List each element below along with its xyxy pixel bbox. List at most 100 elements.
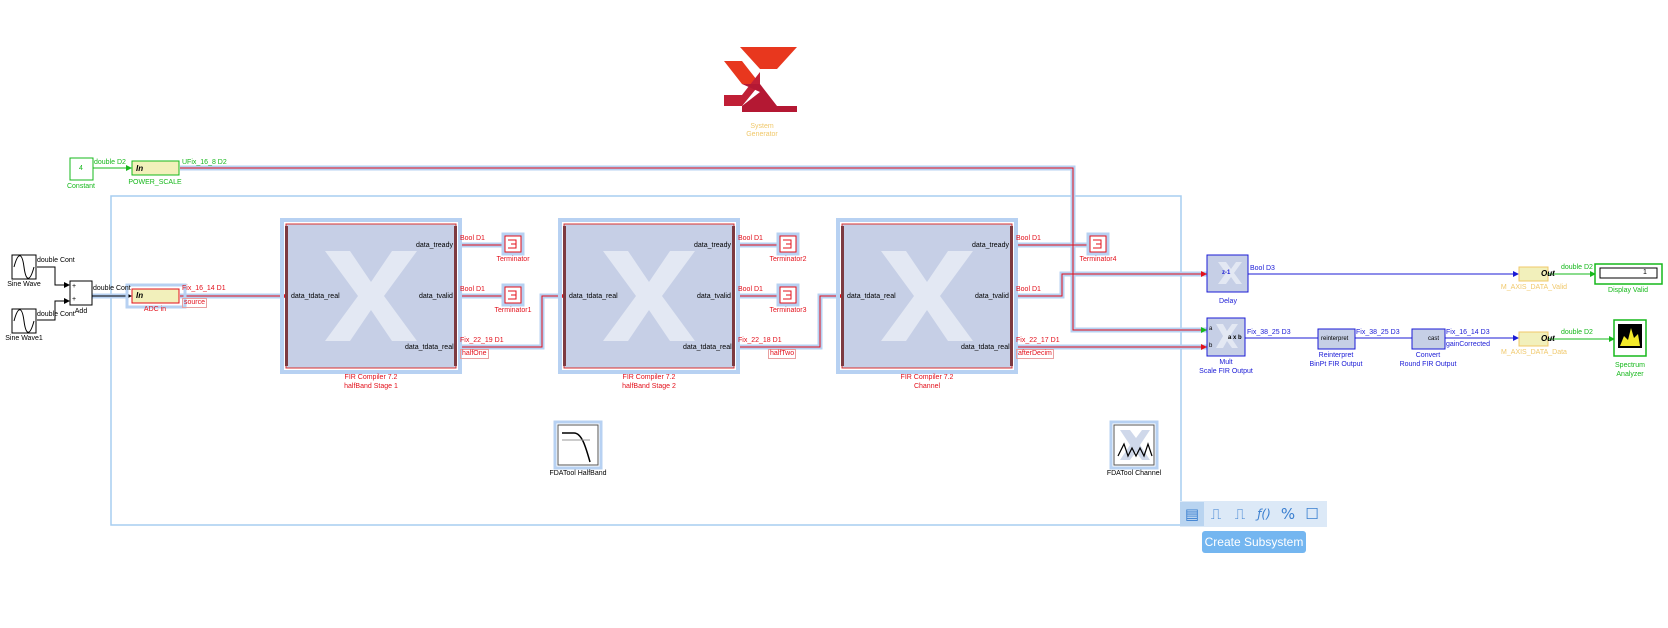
add-label: Add [74, 308, 88, 315]
fdatool-halfband-label: FDATool HalfBand [549, 470, 607, 477]
fir3-port-tdata: data_tdata_real [961, 344, 1010, 351]
fir3-signal-tdata: Fix_22_17 D1 [1016, 337, 1060, 344]
delay-signal: Bool D3 [1250, 265, 1275, 272]
fir1-title: FIR Compiler 7.2 [344, 374, 398, 381]
sine-wave1-block [11, 308, 37, 334]
spectrum-analyzer-block [1613, 319, 1647, 357]
fir1-port-tdata: data_tdata_real [405, 344, 454, 351]
fir3-tag: afterDecim [1016, 349, 1054, 359]
fir-compiler-1-block [280, 218, 462, 374]
mult-label-2: Scale FIR Output [1199, 368, 1253, 375]
mult-op: a x b [1228, 335, 1242, 341]
fdatool-halfband-block [553, 420, 603, 470]
fir1-signal-tdata: Fix_22_19 D1 [460, 337, 504, 344]
power-scale-signal: UFix_16_8 D2 [182, 159, 227, 166]
constant-value: 4 [79, 165, 83, 172]
selection-region [110, 195, 1182, 526]
fir2-port-tdata: data_tdata_real [683, 344, 732, 351]
fir1-port-in: data_tdata_real [291, 293, 340, 300]
mult-label-1: Mult [1219, 359, 1233, 366]
terminator2-block [776, 232, 800, 256]
adc-in-label: ADC in [143, 306, 167, 313]
adc-in-glyph: In [136, 291, 144, 300]
fir-compiler-2-block [558, 218, 740, 374]
out-data-glyph: Out [1541, 334, 1555, 343]
terminator4-label: Terminator4 [1079, 256, 1117, 263]
delay-glyph: z-1 [1222, 270, 1231, 276]
out-data-label: M_AXIS_DATA_Data [1501, 349, 1567, 356]
power-scale-block [131, 160, 180, 176]
delay-block [1206, 254, 1249, 293]
fir3-signal-tready: Bool D1 [1016, 235, 1041, 242]
terminator4-block [1086, 232, 1110, 256]
fir1-port-tvalid: data_tvalid [419, 293, 453, 300]
mult-block [1206, 317, 1246, 357]
spectrum-label-1: Spectrum [1615, 362, 1645, 369]
fir2-port-tvalid: data_tvalid [697, 293, 731, 300]
fir2-port-in: data_tdata_real [569, 293, 618, 300]
reinterpret-label-2: BinPt FIR Output [1309, 361, 1363, 368]
convert-label-2: Round FIR Output [1399, 361, 1457, 368]
pulse-icon[interactable]: ⎍ [1210, 505, 1222, 523]
fir3-port-in: data_tdata_real [847, 293, 896, 300]
mult-port-b: b [1209, 343, 1213, 349]
display-label: Display Valid [1608, 287, 1648, 294]
fir2-signal-tready: Bool D1 [738, 235, 763, 242]
terminator3-block [776, 283, 800, 307]
fir3-title: FIR Compiler 7.2 [900, 374, 954, 381]
terminator-block [501, 232, 525, 256]
fir1-tag: halfOne [460, 349, 489, 359]
convert-block [1411, 328, 1446, 350]
create-subsystem-button[interactable]: Create Subsystem [1202, 531, 1306, 553]
out-data-signal: double D2 [1561, 329, 1593, 336]
terminator-label: Terminator [496, 256, 530, 263]
function-icon[interactable]: ƒ() [1257, 507, 1271, 521]
constant-signal: double D2 [94, 159, 126, 166]
fdatool-channel-block [1109, 420, 1159, 470]
adc-in-tag: source [182, 298, 208, 308]
fir1-port-tready: data_tready [416, 242, 453, 249]
subsystem-icon[interactable]: ▤ [1180, 502, 1204, 526]
reinterpret-label-1: Reinterpret [1318, 352, 1354, 359]
constant-label: Constant [66, 183, 96, 190]
fdatool-channel-label: FDATool Channel [1106, 470, 1162, 477]
convert-glyph: cast [1428, 336, 1440, 342]
fir3-port-tready: data_tready [972, 242, 1009, 249]
constant-block [69, 157, 94, 181]
spectrum-label-2: Analyzer [1616, 371, 1644, 378]
convert-signal: Fix_16_14 D3 [1446, 329, 1490, 336]
sine-wave-label: Sine Wave [7, 281, 41, 288]
mult-signal: Fix_38_25 D3 [1247, 329, 1291, 336]
add-block [69, 280, 93, 306]
sine-wave1-label: Sine Wave1 [5, 335, 43, 342]
fir1-signal-tready: Bool D1 [460, 235, 485, 242]
fir2-port-tready: data_tready [694, 242, 731, 249]
terminator1-label: Terminator1 [494, 307, 532, 314]
reinterpret-glyph: reinterpret [1321, 336, 1349, 342]
fir2-title: FIR Compiler 7.2 [622, 374, 676, 381]
fir-compiler-3-block [836, 218, 1018, 374]
system-generator-title: System Generator [746, 123, 778, 138]
square-icon[interactable]: ☐ [1305, 505, 1319, 523]
add-signal: double Cont [93, 285, 131, 292]
fir3-signal-tvalid: Bool D1 [1016, 286, 1041, 293]
fir3-port-tvalid: data_tvalid [975, 293, 1009, 300]
add-plus-1: + [72, 283, 77, 290]
power-scale-label: POWER_SCALE [128, 179, 182, 186]
convert-tag: gainCorrected [1446, 341, 1490, 348]
out-valid-glyph: Out [1541, 269, 1555, 278]
fir2-signal-tdata: Fix_22_18 D1 [738, 337, 782, 344]
percent-icon[interactable]: % [1280, 505, 1296, 523]
terminator1-block [501, 283, 525, 307]
display-value: 1 [1643, 269, 1647, 276]
fir2-tag: halfTwo [768, 349, 797, 359]
out-valid-block [1518, 266, 1549, 282]
fir3-subtitle: Channel [913, 383, 941, 390]
power-scale-glyph: In [136, 164, 144, 173]
fir1-signal-tvalid: Bool D1 [460, 286, 485, 293]
convert-label-1: Convert [1415, 352, 1441, 359]
system-generator-logo[interactable] [724, 47, 797, 112]
step-icon[interactable]: ⎍ [1234, 505, 1246, 523]
out-valid-label: M_AXIS_DATA_Valid [1500, 284, 1568, 291]
